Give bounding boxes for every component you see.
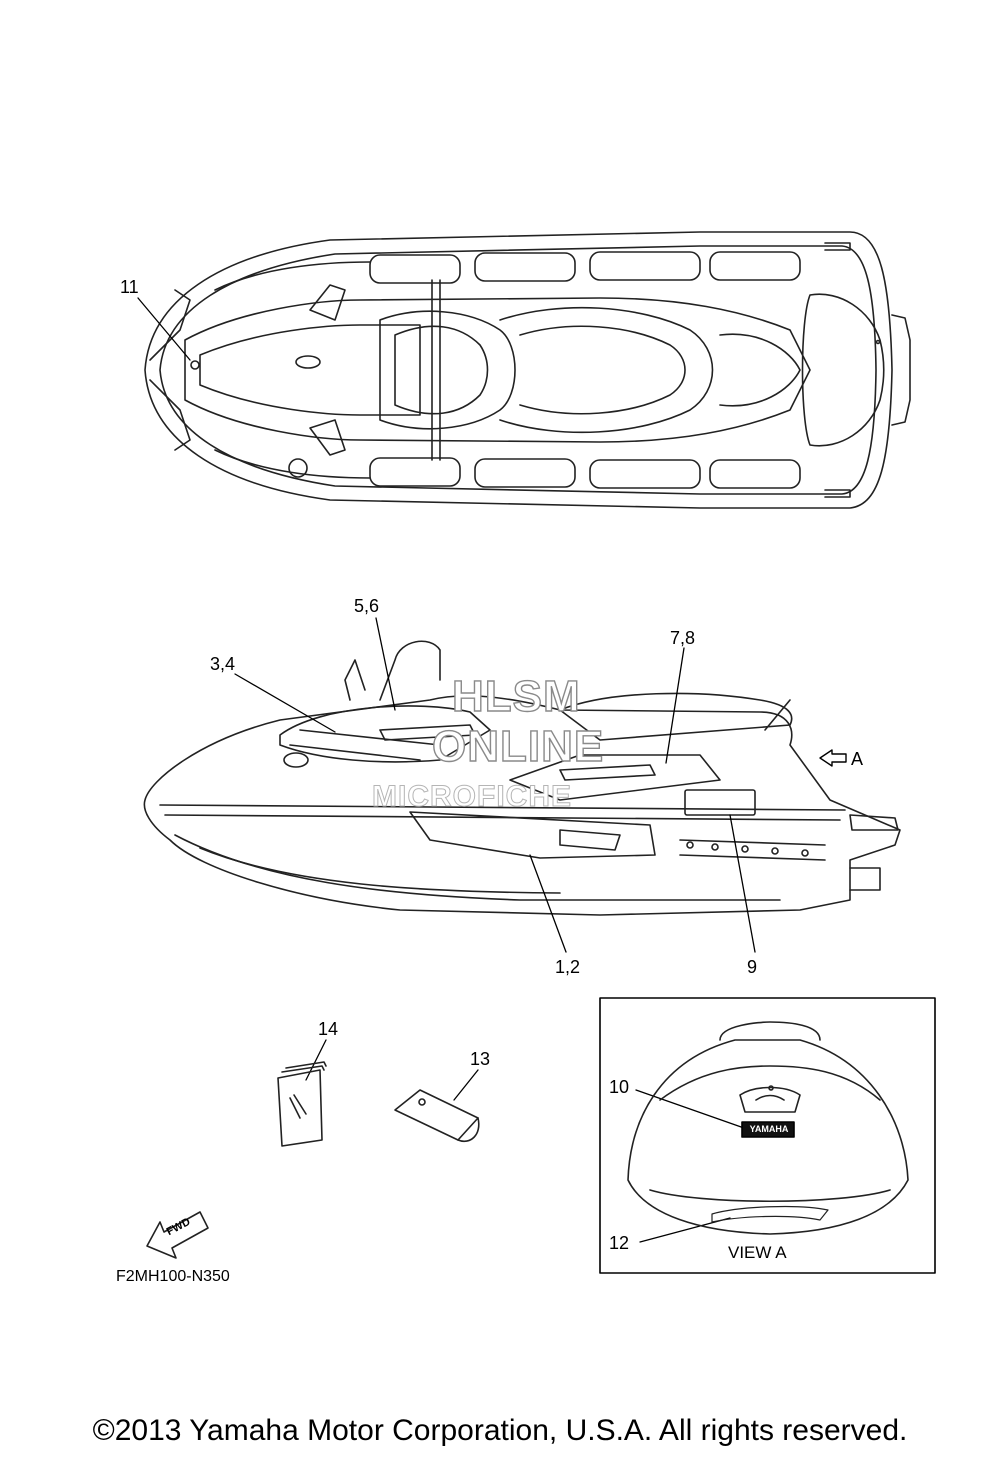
callout-3-4: 3,4: [210, 654, 236, 674]
fwd-arrow: [146, 1211, 209, 1259]
callout-1-2: 1,2: [555, 957, 581, 977]
decal-text: YAMAHA: [749, 1124, 789, 1134]
top-view-hull: [144, 231, 911, 509]
watermark-hlsm: HLSM: [451, 671, 581, 721]
callout-5-6: 5,6: [354, 596, 380, 616]
side-view-hull: [143, 640, 901, 916]
view-arrow-label: A: [851, 749, 864, 769]
part-14-sleeve: [277, 1061, 327, 1147]
drawing-code: F2MH100-N350: [116, 1268, 230, 1285]
callout-14: 14: [318, 1019, 339, 1039]
view-a-inset: [599, 997, 936, 1274]
watermark-online: ONLINE: [431, 721, 605, 771]
callout-9: 9: [747, 957, 758, 977]
callout-10: 10: [609, 1077, 630, 1097]
view-a-arrow: [819, 749, 847, 767]
watermark-microfiche: MICROFICHE: [372, 780, 572, 814]
view-a-label: VIEW A: [728, 1243, 787, 1262]
callout-12: 12: [609, 1233, 630, 1253]
callout-11: 11: [120, 277, 139, 297]
copyright-footer: ©2013 Yamaha Motor Corporation, U.S.A. A…: [92, 1414, 908, 1447]
callout-13: 13: [470, 1049, 491, 1069]
leader-lines: [137, 297, 756, 1243]
callout-7-8: 7,8: [670, 628, 696, 648]
part-13-pouch: [394, 1089, 480, 1142]
